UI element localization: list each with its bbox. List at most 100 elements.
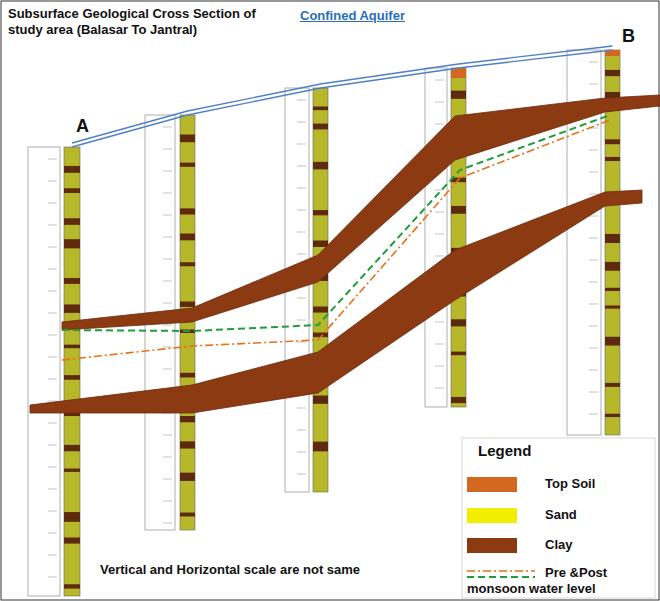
scale-tick bbox=[48, 445, 57, 446]
legend-line-sample bbox=[467, 576, 535, 578]
scale-tick bbox=[589, 260, 598, 261]
scale-tick bbox=[163, 281, 172, 282]
scale-tick bbox=[48, 467, 57, 468]
section-end-label: B bbox=[622, 26, 635, 48]
clay-stripe bbox=[451, 352, 466, 356]
section-end-label: A bbox=[76, 116, 89, 138]
scale-tick bbox=[589, 370, 598, 371]
scale-tick bbox=[589, 238, 598, 239]
scale-tick bbox=[163, 193, 172, 194]
clay-stripe bbox=[313, 107, 328, 111]
scale-tick bbox=[163, 259, 172, 260]
clay-stripe bbox=[64, 278, 80, 284]
clay-stripe bbox=[64, 166, 80, 173]
scale-bar bbox=[28, 147, 60, 596]
clay-stripe bbox=[451, 397, 466, 403]
scale-tick bbox=[163, 171, 172, 172]
scale-tick bbox=[297, 254, 306, 255]
borehole-log bbox=[313, 88, 328, 492]
clay-stripe bbox=[605, 414, 620, 417]
scale-tick bbox=[435, 388, 444, 389]
legend-line-sample bbox=[467, 570, 535, 572]
clay-stripe bbox=[605, 139, 620, 144]
scale-tick bbox=[435, 256, 444, 257]
clay-stripe bbox=[313, 162, 328, 170]
scale-tick bbox=[297, 342, 306, 343]
scale-tick bbox=[297, 210, 306, 211]
clay-stripe bbox=[605, 157, 620, 161]
scale-tick bbox=[435, 102, 444, 103]
clay-stripe bbox=[180, 233, 195, 240]
post-monsoon-level bbox=[62, 115, 610, 331]
clay-stripe bbox=[605, 262, 620, 271]
scale-tick bbox=[589, 172, 598, 173]
scale-tick bbox=[48, 269, 57, 270]
clay-stripe bbox=[180, 135, 195, 143]
scale-tick bbox=[48, 313, 57, 314]
scale-tick bbox=[589, 304, 598, 305]
scale-tick bbox=[297, 166, 306, 167]
scale-tick bbox=[163, 303, 172, 304]
borehole-log bbox=[64, 147, 80, 596]
clay-stripe bbox=[64, 375, 80, 380]
scale-tick bbox=[435, 234, 444, 235]
scale-tick bbox=[589, 414, 598, 415]
clay-stripe bbox=[180, 163, 195, 167]
clay-stripe bbox=[64, 304, 80, 312]
scale-tick bbox=[589, 392, 598, 393]
scale-tick bbox=[48, 379, 57, 380]
scale-tick bbox=[163, 501, 172, 502]
scale-tick bbox=[589, 348, 598, 349]
scale-tick bbox=[589, 326, 598, 327]
clay-stripe bbox=[180, 473, 195, 481]
legend-text: Top Soil bbox=[545, 476, 595, 492]
scale-tick bbox=[48, 291, 57, 292]
scale-tick bbox=[48, 159, 57, 160]
scale-tick bbox=[297, 452, 306, 453]
scale-tick bbox=[589, 282, 598, 283]
scale-tick bbox=[48, 247, 57, 248]
scale-tick bbox=[163, 369, 172, 370]
legend-text: Clay bbox=[545, 537, 572, 553]
scale-tick bbox=[48, 401, 57, 402]
top-soil-layer bbox=[451, 68, 466, 78]
clay-stripe bbox=[64, 469, 80, 472]
legend-swatch bbox=[467, 508, 517, 523]
clay-stripe bbox=[64, 345, 80, 349]
clay-stripe bbox=[313, 395, 328, 403]
clay-stripe bbox=[180, 208, 195, 214]
ground-surface bbox=[72, 46, 613, 143]
scale-note: Vertical and Horizontal scale are not sa… bbox=[100, 562, 360, 578]
scale-tick bbox=[297, 430, 306, 431]
scale-tick bbox=[163, 149, 172, 150]
scale-tick bbox=[48, 203, 57, 204]
scale-tick bbox=[297, 320, 306, 321]
clay-stripe bbox=[180, 262, 195, 266]
clay-stripe bbox=[451, 206, 466, 214]
scale-tick bbox=[163, 325, 172, 326]
legend-text: Sand bbox=[545, 507, 577, 523]
clay-stripe bbox=[180, 513, 195, 517]
clay-stripe bbox=[313, 240, 328, 246]
scale-tick bbox=[48, 511, 57, 512]
clay-stripe bbox=[313, 210, 328, 215]
scale-tick bbox=[48, 489, 57, 490]
scale-tick bbox=[435, 124, 444, 125]
scale-tick bbox=[297, 122, 306, 123]
clay-stripe bbox=[605, 288, 620, 291]
diagram-title: Subsurface Geological Cross Section of s… bbox=[8, 6, 288, 37]
scale-tick bbox=[589, 62, 598, 63]
scale-tick bbox=[297, 408, 306, 409]
pre-monsoon-level bbox=[62, 120, 610, 360]
clay-stripe bbox=[64, 512, 80, 522]
clay-stripe bbox=[451, 319, 466, 326]
clay-stripe bbox=[64, 584, 80, 588]
legend-swatch bbox=[467, 538, 517, 553]
scale-tick bbox=[163, 127, 172, 128]
ground-surface bbox=[72, 50, 613, 147]
legend-text: Pre &Post monsoon water level bbox=[467, 565, 653, 596]
scale-tick bbox=[163, 347, 172, 348]
clay-stripe bbox=[180, 301, 195, 306]
scale-tick bbox=[297, 232, 306, 233]
